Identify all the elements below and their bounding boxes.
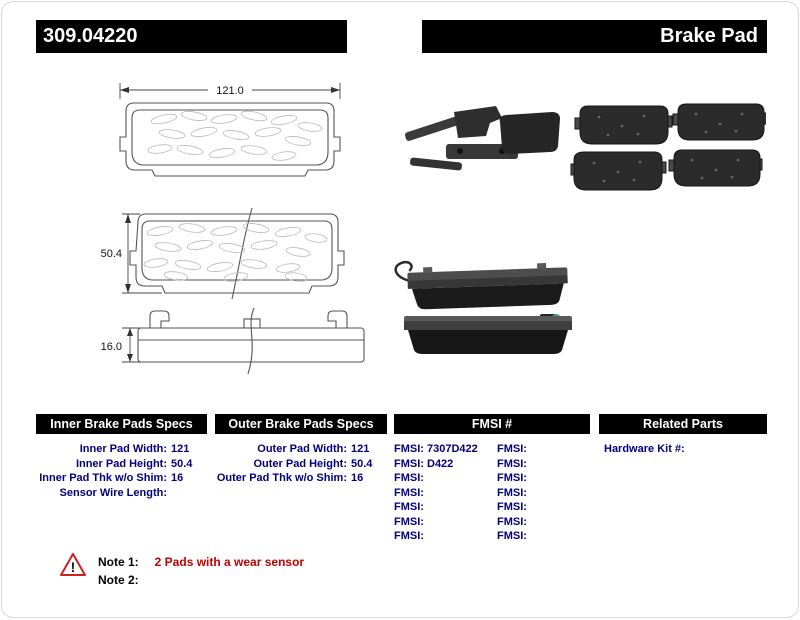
thickness-dimension-label: 16.0 <box>101 341 122 353</box>
fmsi-row: FMSI: <box>497 472 527 484</box>
part-number: 309.04220 <box>43 25 138 47</box>
hardware-kit-row: Hardware Kit #: <box>604 443 685 455</box>
page-title: Brake Pad <box>660 25 758 47</box>
hardware-kit-photo <box>404 106 560 171</box>
fmsi-row: FMSI: <box>497 486 527 499</box>
note-1-label: Note 1: <box>98 555 139 569</box>
outer-pad-thickness-row: Outer Pad Thk w/o Shim:16 <box>216 472 364 484</box>
fmsi-row: FMSI: <box>497 515 527 528</box>
upper-pad-photo <box>394 260 568 310</box>
front-view-width-drawing: 121.0 <box>119 83 341 177</box>
note-2-label: Note 2: <box>98 573 139 587</box>
inner-specs-column: Inner Pad Width:121 Inner Pad Height:50.… <box>36 442 207 500</box>
note-1-text: 2 Pads with a wear sensor <box>154 555 305 569</box>
product-type-bar: Brake Pad <box>422 20 767 53</box>
fmsi-column-1: FMSI:7307D422 FMSI:D422 FMSI: FMSI: FMSI… <box>394 442 494 544</box>
part-number-bar: 309.04220 <box>36 20 347 53</box>
fmsi-row: FMSI:7307D422 <box>394 443 478 455</box>
fmsi-row: FMSI: <box>394 486 424 499</box>
fmsi-row: FMSI: <box>497 501 527 513</box>
inner-pad-height-row: Inner Pad Height:50.4 <box>75 457 193 470</box>
side-view-thickness-drawing: 16.0 <box>101 307 365 375</box>
fmsi-header: FMSI # <box>394 414 590 434</box>
fmsi-row: FMSI: <box>497 530 527 542</box>
height-dimension-label: 50.4 <box>101 248 122 260</box>
sensor-wire-length-row: Sensor Wire Length: <box>59 486 167 499</box>
inner-pad-thickness-row: Inner Pad Thk w/o Shim:16 <box>39 472 184 484</box>
svg-text:!: ! <box>71 559 76 575</box>
related-parts-header: Related Parts <box>599 414 767 434</box>
pad-surface-texture <box>592 112 744 183</box>
front-view-height-drawing: 50.4 <box>101 207 345 300</box>
fmsi-column-2: FMSI: FMSI: FMSI: FMSI: FMSI: FMSI: FMSI… <box>497 442 592 544</box>
related-parts-column: Hardware Kit #: <box>604 442 764 457</box>
wear-sensor-wire <box>394 260 413 283</box>
outer-pad-width-row: Outer Pad Width:121 <box>257 443 370 455</box>
fmsi-row: FMSI: <box>394 472 424 484</box>
pads-side-view-photo <box>394 260 572 354</box>
hardware-and-pads-photo <box>404 103 766 191</box>
warning-icon: ! <box>60 553 86 576</box>
logo-watermark-pattern <box>143 223 328 282</box>
width-dimension-label: 121.0 <box>216 85 244 97</box>
fmsi-row: FMSI: <box>394 530 424 542</box>
outer-specs-header: Outer Brake Pads Specs <box>215 414 387 434</box>
inner-specs-header: Inner Brake Pads Specs <box>36 414 207 434</box>
fmsi-row: FMSI: <box>497 457 527 470</box>
note-1: Note 1: 2 Pads with a wear sensor <box>98 555 304 569</box>
outer-pad-height-row: Outer Pad Height:50.4 <box>253 457 373 470</box>
fmsi-row: FMSI: <box>497 443 527 455</box>
lower-pad-photo <box>404 314 572 354</box>
fmsi-row: FMSI: <box>394 515 424 528</box>
inner-pad-width-row: Inner Pad Width:121 <box>79 443 190 455</box>
logo-watermark-pattern <box>147 110 323 161</box>
fmsi-row: FMSI:D422 <box>394 457 454 470</box>
fmsi-row: FMSI: <box>394 501 424 513</box>
outer-specs-column: Outer Pad Width:121 Outer Pad Height:50.… <box>215 442 387 486</box>
note-2: Note 2: <box>98 573 155 587</box>
